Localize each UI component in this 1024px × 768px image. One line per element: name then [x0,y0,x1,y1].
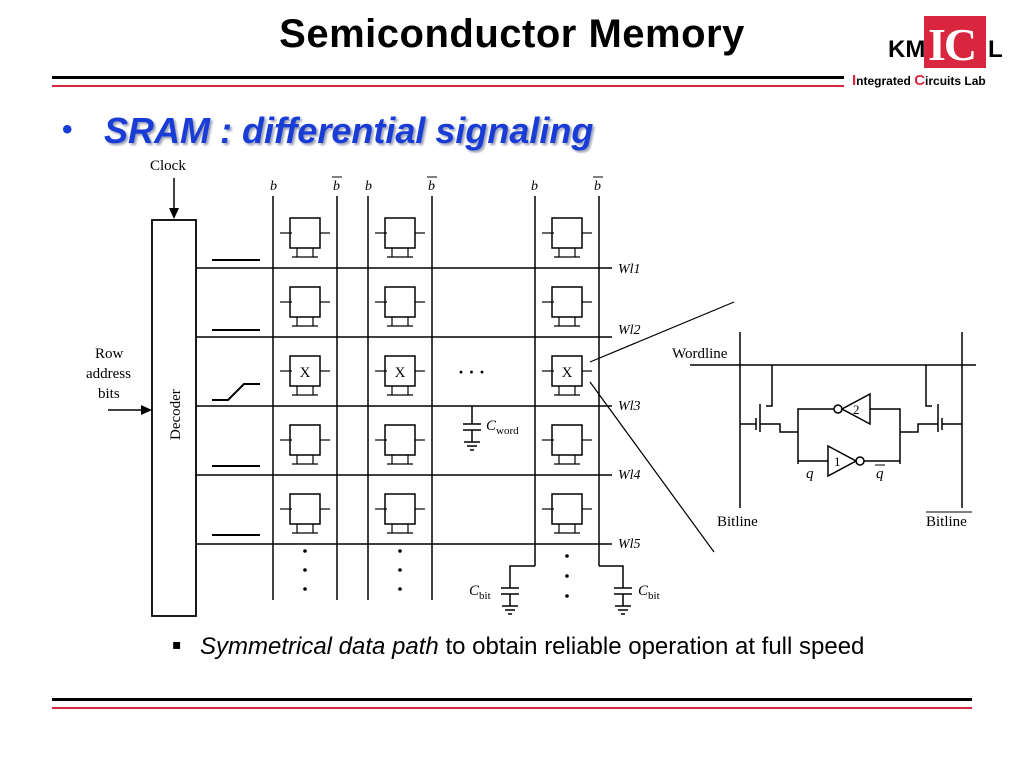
bullet-marker: • [62,113,73,146]
bitline-label-b-1: b [270,179,277,194]
clock-arrowhead [169,208,179,219]
cbit-label-right: Cbit [638,583,660,602]
subbullet-italic: Symmetrical data path [200,633,439,660]
logo-km: KM [888,36,926,63]
wordline-label-5: Wl5 [618,537,641,552]
row-address-arrowhead [141,405,152,415]
bitline-label-bbar-3: b [594,179,601,194]
logo-ic: IC [928,19,977,70]
footer-rule-red [52,707,972,709]
column-ellipsis: · · · [458,362,485,382]
cbit-capacitor-left [501,565,535,615]
row-address-label-3: bits [98,386,120,402]
cword-label: Cword [486,418,519,437]
selected-cell-mark-2: X [395,365,406,381]
cword-label-c: C [486,418,497,434]
logo-ic-block: IC [924,16,986,70]
cbit-label-left-c: C [469,583,480,599]
header-rule-red [52,85,844,87]
subbullet-rest: to obtain reliable operation at full spe… [438,633,865,660]
detail-inverter-2-label: 2 [853,402,860,417]
logo-sub-rest: ircuits Lab [925,74,986,88]
detail-bitline-label: Bitline [717,514,758,530]
decoder-block [151,219,197,617]
zoom-line-top [589,301,735,363]
selected-cell-mark-3: X [562,365,573,381]
bitlines [272,196,600,600]
subbullet-marker: ▪ [172,637,182,653]
clock-label: Clock [150,158,186,174]
cbit-label-right-sub: bit [648,590,660,602]
memory-cells [279,217,593,534]
logo-sub-i: I [852,72,857,89]
wordline-labels: Wl1 Wl2 Wl3 Wl4 Wl5 [618,262,641,552]
cbit-label-right-c: C [638,583,649,599]
bullet-heading: SRAM : differential signaling [104,110,594,151]
wordline-label-3: Wl3 [618,399,641,414]
logo-sub-c: C [914,72,926,89]
slide-title: Semiconductor Memory [279,12,745,56]
footer-rule-black [52,698,972,701]
selected-cell-marks: X X X [300,365,573,381]
logo-sub-integrated: ntegrated [856,74,915,88]
cword-label-sub: word [496,425,519,437]
header-rule-black [52,76,844,79]
wordline-waveform-3 [212,383,260,401]
detail-q-label: q [806,466,814,482]
wordline-label-1: Wl1 [618,262,641,277]
logo-l: L [988,36,1003,63]
row-continuation-dots [303,549,569,598]
wordline-label-2: Wl2 [618,323,641,338]
decoder-label: Decoder [168,389,184,440]
cword-capacitor [463,406,481,451]
logo-subtitle: Integrated Circuits Lab [852,72,1002,89]
kmicl-logo: KM IC L Integrated Circuits Lab [852,8,1008,98]
detail-bitline-bar-label: Bitline [926,514,967,530]
cbit-label-left: Cbit [469,583,491,602]
bitline-label-bbar-1: b [333,179,340,194]
wordline-label-4: Wl4 [618,468,641,483]
bitline-label-bbar-2: b [428,179,435,194]
detail-schematic [690,332,976,508]
cbit-capacitor-right [599,565,632,615]
bitline-labels: b b b b b b [270,179,601,194]
cbit-label-left-sub: bit [479,590,491,602]
detail-wordline-label: Wordline [672,346,728,362]
detail-inverter-1-label: 1 [834,454,841,469]
row-address-label-2: address [86,366,131,382]
detail-qbar-label: q [876,466,884,482]
bitline-label-b-3: b [531,179,538,194]
bitline-label-b-2: b [365,179,372,194]
subbullet-text: Symmetrical data path to obtain reliable… [200,631,920,662]
wordlines [196,267,612,545]
selected-cell-mark-1: X [300,365,311,381]
row-address-label-1: Row [95,346,124,362]
zoom-line-bottom [589,381,715,553]
